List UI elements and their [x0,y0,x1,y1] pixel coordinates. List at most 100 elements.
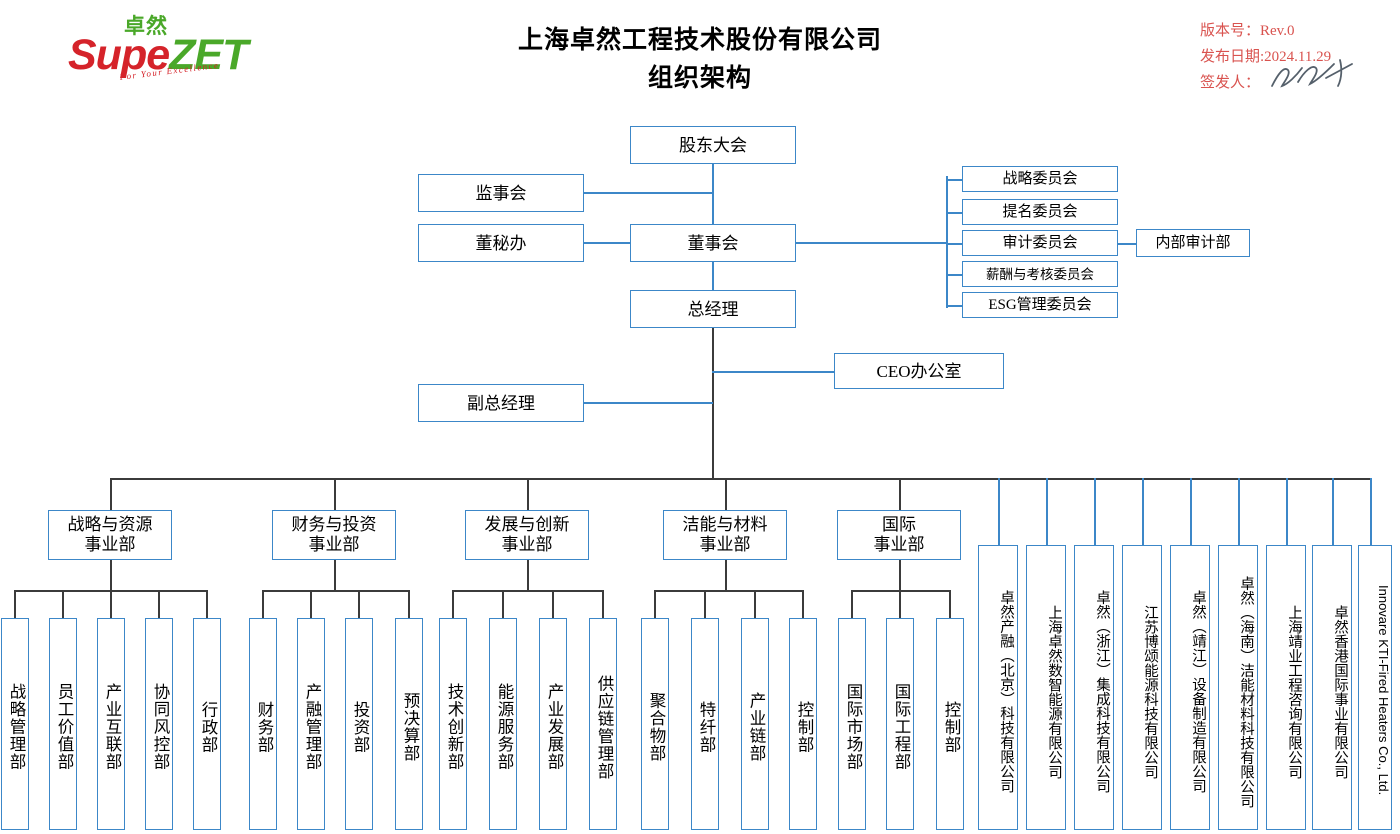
node-department-industry-chain[interactable]: 产业链部 [741,618,769,830]
node-subsidiary-shanghai-shuzhi-energy[interactable]: 上海卓然数智能源有限公司 [1026,545,1066,830]
bus-division-4-departments [654,590,804,592]
connector-subsidiary-8 [1332,478,1334,545]
connector-d5-dept-2 [899,590,901,618]
node-division-5[interactable]: 国际 事业部 [837,510,961,560]
logo-wordmark: SupeZET [68,32,268,78]
node-department-international-market[interactable]: 国际市场部 [838,618,866,830]
node-shareholders-meeting[interactable]: 股东大会 [630,126,796,164]
node-subsidiary-shanghai-jingye-consulting[interactable]: 上海靖业工程咨询有限公司 [1266,545,1306,830]
logo-chinese-mark: 卓然 [124,14,168,38]
node-committee-compensation[interactable]: 薪酬与考核委员会 [962,261,1118,287]
connector-d4-dept-1 [654,590,656,618]
node-division-4[interactable]: 洁能与材料 事业部 [663,510,787,560]
node-deputy-general-manager[interactable]: 副总经理 [418,384,584,422]
node-department-special-fiber[interactable]: 特纤部 [691,618,719,830]
node-department-energy-services[interactable]: 能源服务部 [489,618,517,830]
connector-subsidiary-9 [1370,478,1372,545]
node-subsidiary-zhuoran-jingjiang[interactable]: 卓然（靖江）设备制造有限公司 [1170,545,1210,830]
connector-committee-5 [946,305,963,307]
connector-subsidiary-3 [1094,478,1096,545]
connector-d2-dept-1 [262,590,264,618]
connector-spine-to-deputy-gm [584,402,713,404]
node-department-finance[interactable]: 财务部 [249,618,277,830]
division-4-line1: 洁能与材料 [682,515,768,534]
divisions-horizontal-bus [110,478,1370,480]
node-general-manager[interactable]: 总经理 [630,290,796,328]
node-department-polymer[interactable]: 聚合物部 [641,618,669,830]
node-subsidiary-zhuoran-zhejiang[interactable]: 卓然（浙江）集成科技有限公司 [1074,545,1114,830]
connector-d5-dept-3 [949,590,951,618]
connector-d1-dept-4 [158,590,160,618]
node-department-employee-value[interactable]: 员工价值部 [49,618,77,830]
connector-committee-1 [946,179,963,181]
division-2-line2: 事业部 [308,535,360,554]
connector-d3-dept-2 [502,590,504,618]
connector-d1-dept-1 [14,590,16,618]
node-committee-strategy[interactable]: 战略委员会 [962,166,1118,192]
connector-division-3-down [527,560,529,590]
connector-board-to-gm [712,262,714,290]
connector-division-1-down [110,560,112,590]
connector-bus-to-division-4 [725,478,727,510]
node-board-of-directors[interactable]: 董事会 [630,224,796,262]
connector-d1-dept-5 [206,590,208,618]
node-department-industry-development[interactable]: 产业发展部 [539,618,567,830]
node-department-industry-internet[interactable]: 产业互联部 [97,618,125,830]
connector-d4-dept-2 [704,590,706,618]
logo-zet-text: ZET [169,31,248,79]
connector-d5-dept-1 [851,590,853,618]
node-department-investment[interactable]: 投资部 [345,618,373,830]
document-title: 组织架构 [647,65,752,92]
document-metadata: 版本号：Rev.0 发布日期:2024.11.29 签发人： [1200,18,1400,96]
node-supervisory-board[interactable]: 监事会 [418,174,584,212]
connector-d1-dept-2 [62,590,64,618]
connector-committee-3 [946,243,963,245]
node-subsidiary-zhuoran-chanrong-beijing[interactable]: 卓然产融（北京）科技有限公司 [978,545,1018,830]
company-name: 上海卓然工程技术股份有限公司 [517,27,882,54]
connector-committee-2 [946,212,963,214]
connector-board-to-committee-bus [796,242,948,244]
node-department-control-materials[interactable]: 控制部 [789,618,817,830]
connector-d4-dept-3 [754,590,756,618]
node-department-collaborative-risk-control[interactable]: 协同风控部 [145,618,173,830]
connector-d4-dept-4 [802,590,804,618]
connector-d1-dept-3 [110,590,112,618]
node-department-strategy-management[interactable]: 战略管理部 [1,618,29,830]
node-internal-audit-department[interactable]: 内部审计部 [1136,229,1250,257]
node-subsidiary-zhuoran-hainan[interactable]: 卓然（海南）洁能材料科技有限公司 [1218,545,1258,830]
node-division-3[interactable]: 发展与创新 事业部 [465,510,589,560]
node-division-2[interactable]: 财务与投资 事业部 [272,510,396,560]
connector-d3-dept-4 [602,590,604,618]
node-department-administration[interactable]: 行政部 [193,618,221,830]
node-committee-audit[interactable]: 审计委员会 [962,230,1118,256]
connector-division-5-down [899,560,901,590]
connector-bus-to-division-2 [334,478,336,510]
node-ceo-office[interactable]: CEO办公室 [834,353,1004,389]
node-subsidiary-jiangsu-bosong[interactable]: 江苏博颂能源科技有限公司 [1122,545,1162,830]
connector-committee-4 [946,274,963,276]
connector-spine-to-ceo-office [712,371,834,373]
node-committee-esg[interactable]: ESG管理委员会 [962,292,1118,318]
bus-division-3-departments [452,590,604,592]
connector-division-2-down [334,560,336,590]
division-5-line2: 事业部 [873,535,925,554]
node-division-1[interactable]: 战略与资源 事业部 [48,510,172,560]
connector-d3-dept-1 [452,590,454,618]
node-board-secretary-office[interactable]: 董秘办 [418,224,584,262]
connector-board-secretary-to-board [584,242,630,244]
division-3-line1: 发展与创新 [484,515,570,534]
division-2-line1: 财务与投资 [291,515,377,534]
node-department-international-engineering[interactable]: 国际工程部 [886,618,914,830]
node-department-industry-finance-management[interactable]: 产融管理部 [297,618,325,830]
node-department-budget-accounting[interactable]: 预决算部 [395,618,423,830]
node-subsidiary-zhuoran-hongkong[interactable]: 卓然香港国际事业有限公司 [1312,545,1352,830]
node-department-supply-chain-management[interactable]: 供应链管理部 [589,618,617,830]
node-committee-nomination[interactable]: 提名委员会 [962,199,1118,225]
node-department-technology-innovation[interactable]: 技术创新部 [439,618,467,830]
node-subsidiary-innovare-kti[interactable]: Innovare KTI-Fired Heaters Co., Ltd. [1358,545,1392,830]
connector-d2-dept-2 [310,590,312,618]
division-5-line1: 国际 [882,515,916,534]
node-department-control-international[interactable]: 控制部 [936,618,964,830]
connector-subsidiary-6 [1238,478,1240,545]
